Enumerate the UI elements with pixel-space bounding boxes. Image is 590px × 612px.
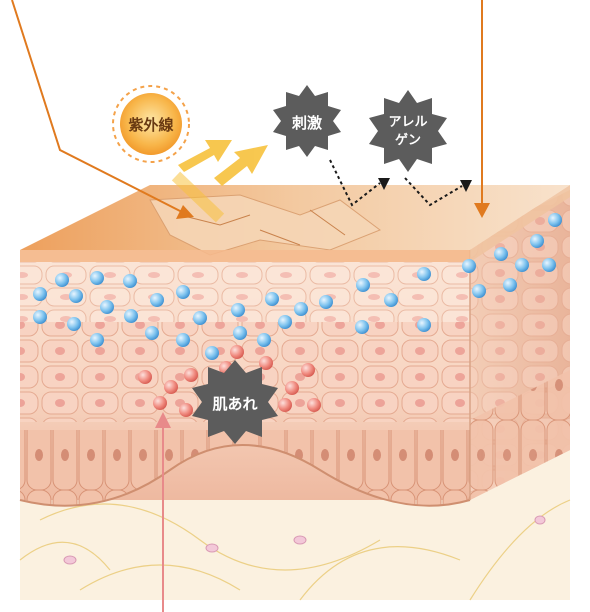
stimulus-badge: 刺激 [273, 85, 341, 157]
uv-sun-badge: 紫外線 [112, 85, 190, 163]
orange-pointer-left [11, 0, 194, 219]
uv-ray-arrows [171, 140, 268, 223]
uv-label: 紫外線 [128, 116, 173, 134]
stimulus-arrowhead [378, 178, 390, 190]
pink-pointer-arrow [155, 412, 171, 612]
moisture-particles [33, 213, 562, 360]
stimulus-dotted-arrow [329, 159, 381, 207]
allergen-label-line2: ゲン [395, 132, 421, 148]
skin-surface-top [20, 185, 570, 262]
allergen-label-line1: アレル [388, 115, 427, 130]
rough-skin-label: 肌あれ [212, 395, 257, 413]
stimulus-label: 刺激 [292, 114, 323, 132]
allergen-badge: アレル ゲン [369, 90, 447, 172]
inflammation-particles [138, 345, 321, 417]
allergen-dotted-arrow [404, 177, 463, 207]
orange-pointer-right [474, 0, 490, 218]
allergen-arrowhead [460, 180, 472, 192]
rough-skin-badge: 肌あれ [192, 360, 278, 444]
